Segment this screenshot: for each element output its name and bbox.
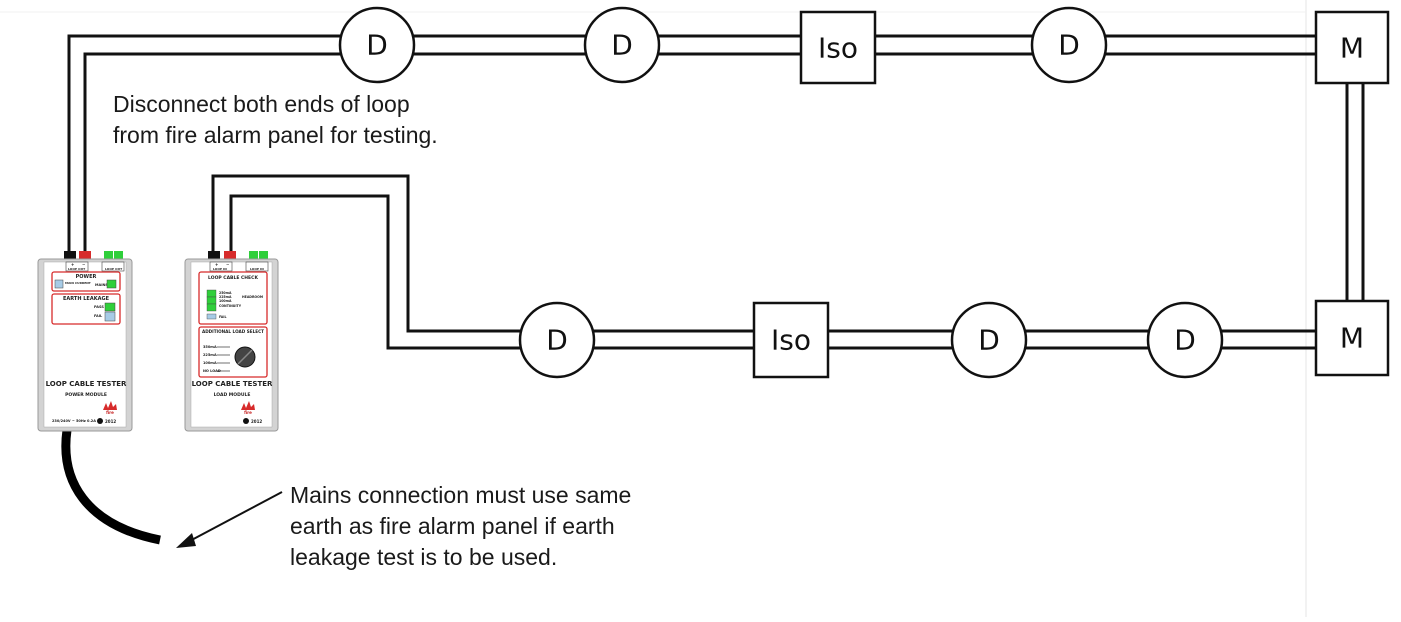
power-minus-label: − xyxy=(82,262,85,267)
top-detector-3-label: D xyxy=(1058,29,1080,62)
power-title: POWER xyxy=(76,274,97,280)
top-detector-2-label: D xyxy=(611,29,633,62)
power-terminal-earth-green-2 xyxy=(114,251,123,261)
power-module-name: LOOP CABLE TESTER xyxy=(46,380,127,388)
top-detector-3: D xyxy=(1030,6,1108,84)
check-fail-label: FAIL xyxy=(219,315,227,319)
top-module-label: M xyxy=(1340,32,1364,65)
mains-cable xyxy=(61,429,161,545)
power-terminal-red xyxy=(79,251,91,261)
load-module-name: LOOP CABLE TESTER xyxy=(192,380,273,388)
load-minus-label: − xyxy=(226,262,229,267)
load-select-knob xyxy=(234,346,256,368)
mains-note-line-3: leakage test is to be used. xyxy=(290,544,558,570)
bottom-detector-3-label: D xyxy=(1174,324,1196,357)
bottom-detector-1: D xyxy=(518,301,596,379)
power-footer-label: 230/240V ~ 50Hz 0.2A xyxy=(52,419,96,423)
svg-text:fire: fire xyxy=(244,410,252,415)
copyright-icon xyxy=(97,418,103,424)
svg-text:fire: fire xyxy=(106,410,114,415)
headroom-label: HEADROOM xyxy=(242,295,263,299)
top-isolator: Iso xyxy=(799,10,877,85)
load-copyright-icon xyxy=(243,418,249,424)
load-terminal-black xyxy=(208,251,220,261)
disconnect-note: Disconnect both ends of loop from fire a… xyxy=(113,89,438,151)
power-loop-out-label: LOOP OUT xyxy=(68,267,86,271)
load-terminal-green-2 xyxy=(259,251,268,261)
load-level-1: 350mA xyxy=(203,345,217,349)
right-riser-cable xyxy=(1345,82,1365,300)
power-plus-label: + xyxy=(71,262,74,267)
power-terminal-black xyxy=(64,251,76,261)
load-module-logo: fire xyxy=(241,401,255,415)
bottom-isolator-label: Iso xyxy=(771,324,811,357)
load-plus-label: + xyxy=(215,262,218,267)
bottom-detector-2: D xyxy=(950,301,1028,379)
power-loop-out-right-label: LOOP OUT xyxy=(105,267,123,271)
top-isolator-label: Iso xyxy=(818,32,858,65)
power-terminal-earth-green xyxy=(104,251,113,261)
load-select-title: ADDITIONAL LOAD SELECT xyxy=(202,329,264,334)
bottom-module: M xyxy=(1314,299,1390,377)
top-detector-1: D xyxy=(338,6,416,84)
load-level-3: 100mA xyxy=(203,361,217,365)
mains-note-line-1: Mains connection must use same xyxy=(290,482,632,508)
fail-label: FAIL xyxy=(94,314,103,318)
check-level-2: 225mA xyxy=(219,295,232,299)
power-module-subtitle: POWER MODULE xyxy=(65,392,107,398)
bottom-detector-2-label: D xyxy=(978,324,1000,357)
bottom-loop-cable xyxy=(211,174,1316,350)
mains-note-arrow xyxy=(176,491,283,548)
pass-label: PASS xyxy=(94,305,104,309)
disconnect-note-line-1: Disconnect both ends of loop xyxy=(113,91,410,117)
disconnect-note-line-2: from fire alarm panel for testing. xyxy=(113,122,438,148)
load-level-2: 225mA xyxy=(203,353,217,357)
power-year: 2012 xyxy=(105,419,116,424)
load-loop-in-label: LOOP IN xyxy=(213,267,227,271)
load-level-4: NO LOAD xyxy=(203,369,221,373)
loop-cable-check-title: LOOP CABLE CHECK xyxy=(208,275,258,281)
top-detector-2: D xyxy=(583,6,661,84)
mains-label: MAINS xyxy=(95,283,108,287)
load-terminal-green xyxy=(249,251,258,261)
mains-note-line-2: earth as fire alarm panel if earth xyxy=(290,513,615,539)
power-module: + − LOOP OUT LOOP OUT POWER MAIN CURRENT… xyxy=(37,251,133,432)
load-terminal-red xyxy=(224,251,236,261)
load-year: 2012 xyxy=(251,419,262,424)
bottom-detector-1-label: D xyxy=(546,324,568,357)
top-loop-cable xyxy=(67,34,1316,260)
mains-note: Mains connection must use same earth as … xyxy=(290,480,631,573)
main-current-label: MAIN CURRENT xyxy=(65,281,92,285)
top-detector-1-label: D xyxy=(366,29,388,62)
earth-leakage-title: EARTH LEAKAGE xyxy=(63,296,110,302)
top-module: M xyxy=(1314,10,1390,85)
continuity-label: CONTINUITY xyxy=(219,304,242,308)
bottom-detector-3: D xyxy=(1146,301,1224,379)
check-level-3: 100mA xyxy=(219,299,232,303)
bottom-module-label: M xyxy=(1340,322,1364,355)
check-level-1: 250mA xyxy=(219,291,232,295)
power-module-logo: fire xyxy=(103,401,117,415)
bottom-isolator: Iso xyxy=(752,301,830,379)
load-module-subtitle: LOAD MODULE xyxy=(214,392,251,398)
load-module: + − LOOP IN LOOP IN LOOP CABLE CHECK 250… xyxy=(184,251,279,432)
load-loop-in-right-label: LOOP IN xyxy=(250,267,264,271)
